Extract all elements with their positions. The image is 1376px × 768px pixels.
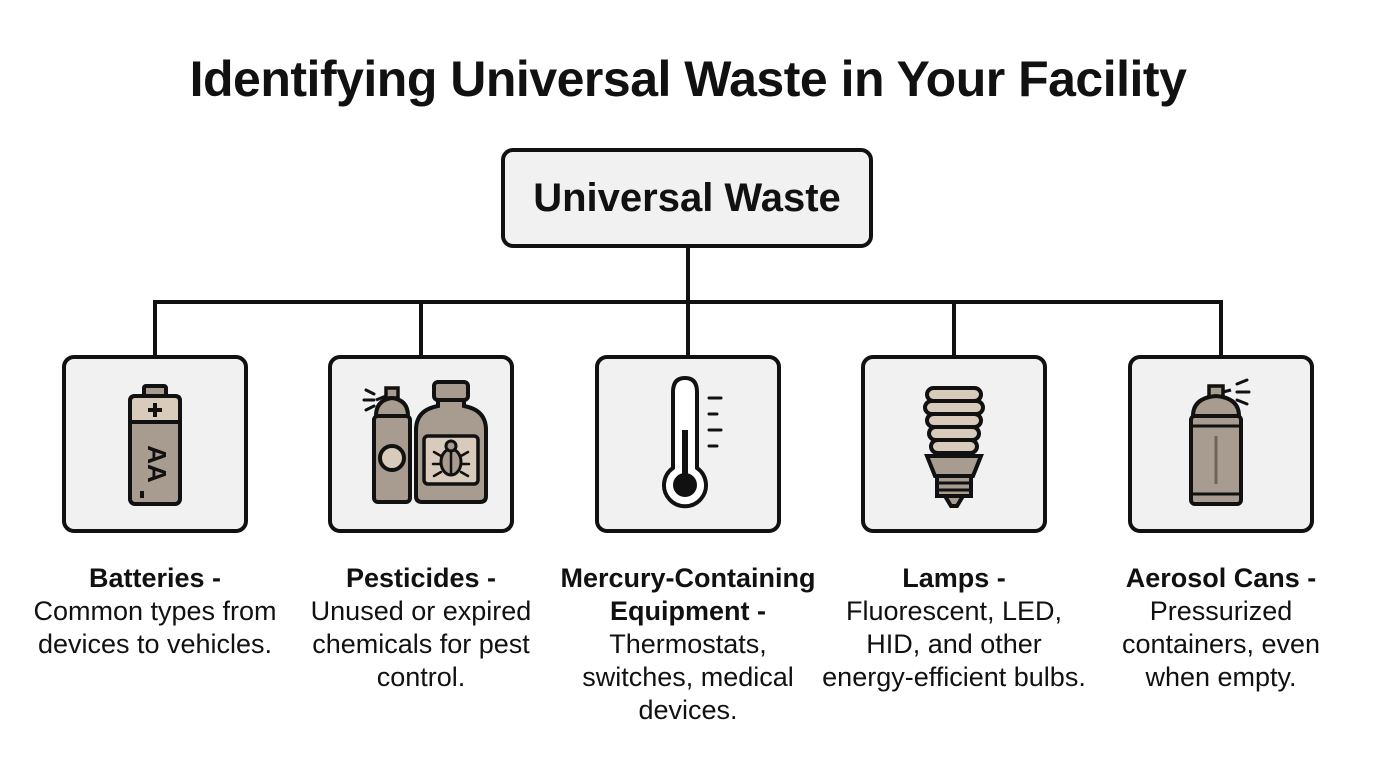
caption-lamps: Lamps - Fluorescent, LED, HID, and other… [819, 562, 1089, 694]
caption-mercury-equipment: Mercury-Containing Equipment - Thermosta… [553, 562, 823, 727]
category-description: Pressurized containers, even when empty. [1121, 596, 1321, 692]
root-node: Universal Waste [501, 148, 873, 248]
category-description: Unused or expired chemicals for pest con… [310, 596, 532, 692]
category-card-lamps [861, 355, 1047, 533]
category-card-pesticides [328, 355, 514, 533]
battery-label: AA [142, 445, 172, 483]
category-description: Thermostats, switches, medical devices. [582, 629, 794, 725]
pesticide-containers-icon [362, 380, 488, 504]
category-name: Lamps - [902, 563, 1006, 593]
caption-batteries: Batteries - Common types from devices to… [20, 562, 290, 661]
category-description: Fluorescent, LED, HID, and other energy-… [822, 596, 1086, 692]
battery-icon: AA [128, 384, 182, 506]
cfl-bulb-icon [923, 386, 985, 508]
caption-pesticides: Pesticides - Unused or expired chemicals… [286, 562, 556, 694]
thermometer-icon [662, 375, 723, 509]
category-card-aerosol-cans [1128, 355, 1314, 533]
caption-aerosol-cans: Aerosol Cans - Pressurized containers, e… [1086, 562, 1356, 694]
root-node-label: Universal Waste [533, 175, 841, 220]
category-card-mercury-equipment [595, 355, 781, 533]
category-description: Common types from devices to vehicles. [33, 596, 277, 659]
category-name: Aerosol Cans - [1125, 563, 1317, 593]
category-name: Batteries - [88, 563, 222, 593]
aerosol-can-icon [1189, 378, 1251, 506]
diagram-title: Identifying Universal Waste in Your Faci… [189, 51, 1187, 107]
category-name: Pesticides - [345, 563, 497, 593]
category-name: Mercury-Containing Equipment - [560, 563, 816, 626]
category-card-batteries: AA [62, 355, 248, 533]
